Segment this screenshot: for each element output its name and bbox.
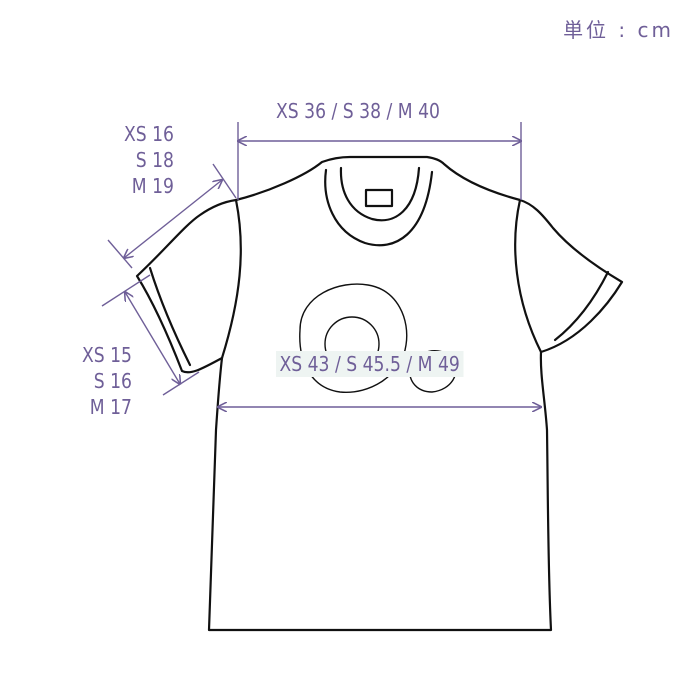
- sleeve-length-m: M 17: [89, 395, 132, 419]
- sleeve-length-xs: XS 15: [81, 343, 132, 367]
- right-sleeve-cuff: [553, 270, 610, 342]
- body-width-label: XS 43 / S 45.5 / M 49: [276, 351, 464, 377]
- left-sleeve-cuff: [148, 266, 192, 367]
- shoulder-slope-s: S 18: [135, 148, 174, 172]
- sleeve-length-labels: XS 15 S 16 M 17: [67, 342, 132, 420]
- unit-label: 単位 : cm: [563, 18, 674, 42]
- shoulder-measure-tick-top: [212, 163, 237, 199]
- tshirt-outline: [135, 155, 624, 632]
- sleeve-measure-line: [125, 292, 180, 384]
- shoulder-slope-xs: XS 16: [123, 122, 174, 146]
- collar-outer: [324, 168, 434, 247]
- shoulder-measure-line: [124, 180, 222, 258]
- right-armhole-seam: [514, 198, 543, 354]
- sleeve-measure-tick-top: [101, 274, 151, 307]
- left-armhole-seam: [220, 198, 242, 360]
- shoulder-slope-labels: XS 16 S 18 M 19: [109, 121, 174, 199]
- sleeve-length-s: S 16: [93, 369, 132, 393]
- shoulder-width-label: XS 36 / S 38 / M 40: [276, 99, 440, 123]
- sleeve-measure-tick-bottom: [162, 371, 200, 396]
- collar-inner: [339, 166, 421, 222]
- shoulder-slope-m: M 19: [131, 174, 174, 198]
- print-graphic-outer: [299, 283, 408, 393]
- shoulder-measure-tick-bottom: [107, 239, 133, 269]
- neck-label: [364, 188, 394, 208]
